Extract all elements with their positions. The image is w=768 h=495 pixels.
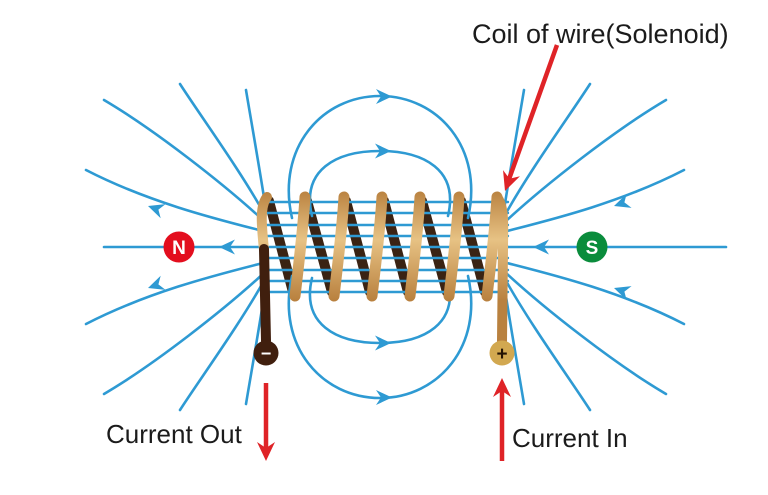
arrowhead-icon	[148, 275, 166, 290]
field-loops-top	[287, 89, 473, 220]
current-in-arrow	[493, 378, 511, 461]
arrowhead-icon	[376, 89, 392, 104]
terminal-positive: +	[489, 340, 515, 366]
terminal-positive-symbol: +	[496, 344, 507, 365]
diagram-title: Coil of wire(Solenoid)	[472, 19, 729, 49]
current-out-label: Current Out	[106, 419, 243, 449]
lead-wire-out	[256, 192, 272, 346]
arrowhead-icon	[148, 204, 166, 219]
arrowhead-icon	[376, 390, 392, 405]
arrowhead-icon	[219, 239, 235, 255]
coil-front-strands	[289, 191, 503, 302]
terminal-negative: −	[253, 340, 279, 366]
red-arrowhead-icon	[503, 170, 520, 191]
north-pole-label: N	[172, 238, 186, 259]
current-in-label: Current In	[512, 423, 628, 453]
red-arrowhead-icon	[493, 378, 511, 397]
north-pole-badge: N	[163, 231, 195, 263]
arrowhead-icon	[533, 239, 549, 255]
south-pole-badge: S	[576, 231, 608, 263]
field-loops-bottom	[287, 274, 473, 405]
arrowhead-icon	[375, 335, 391, 351]
field-fan-right	[502, 82, 728, 412]
red-arrowhead-icon	[257, 442, 275, 461]
lead-wire-in	[492, 192, 509, 346]
arrowhead-icon	[614, 286, 632, 301]
terminal-negative-symbol: −	[261, 344, 272, 364]
arrowhead-icon	[375, 143, 391, 159]
title-pointer-arrow	[503, 44, 560, 191]
current-out-arrow	[257, 383, 275, 461]
south-pole-label: S	[586, 238, 599, 259]
arrowhead-icon	[614, 193, 632, 208]
